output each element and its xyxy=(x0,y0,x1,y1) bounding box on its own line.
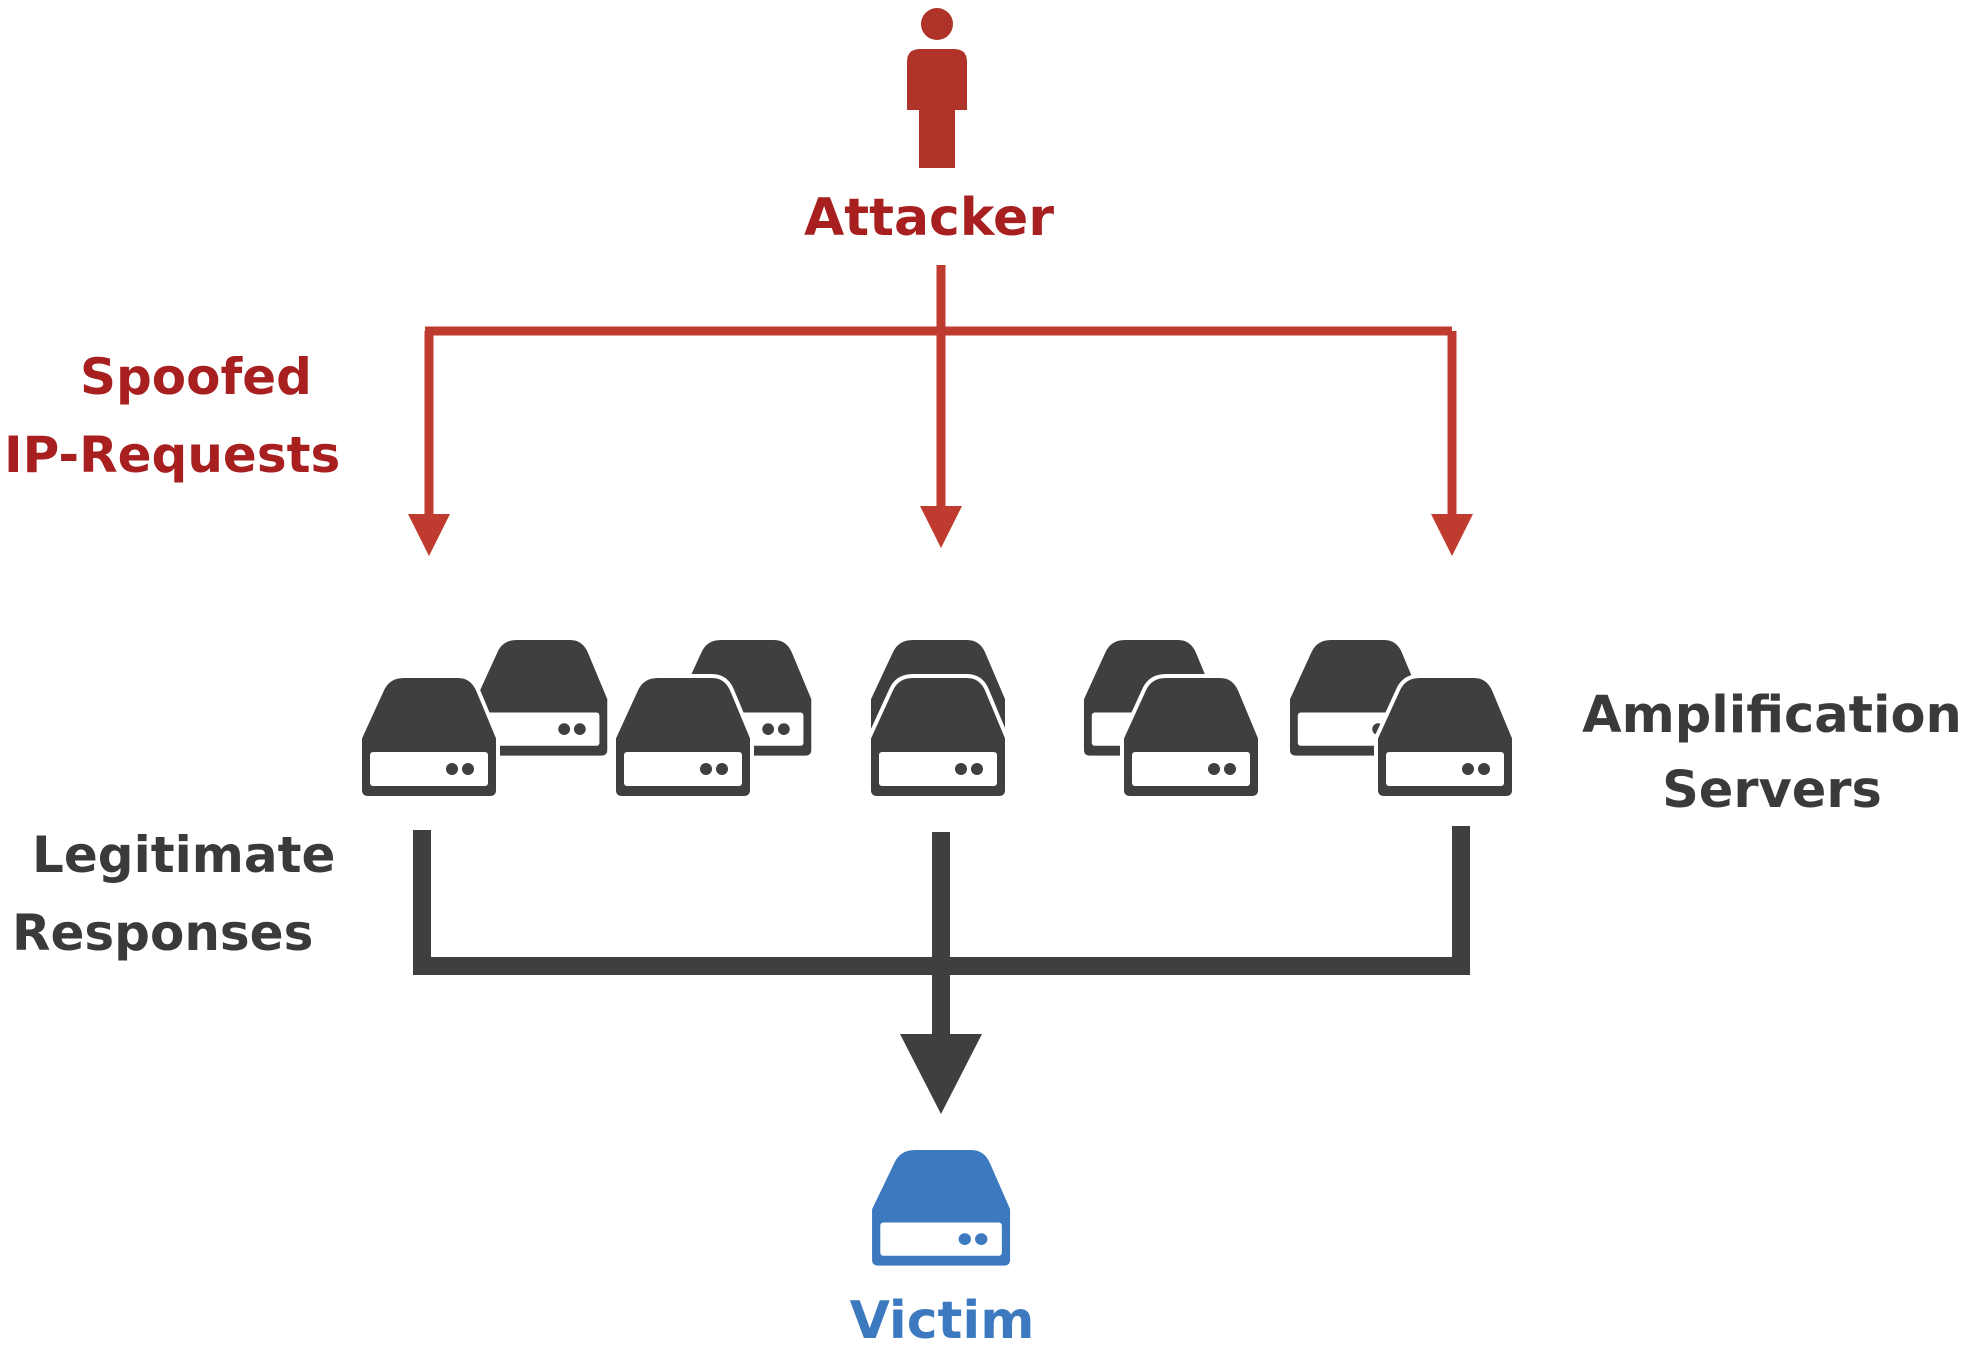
amplification-servers-label: Amplification Servers xyxy=(1572,690,1972,816)
victim-label-text: Victim xyxy=(849,1291,1035,1351)
request-arrowhead-right xyxy=(1431,514,1473,556)
server-icon xyxy=(867,674,1009,800)
server-icon xyxy=(1374,674,1516,800)
attacker-label: Attacker xyxy=(0,192,1858,244)
attacker-label-text: Attacker xyxy=(804,188,1054,248)
person-icon xyxy=(907,8,967,168)
request-arrowhead-center xyxy=(920,506,962,548)
legitimate-label-line-2: Responses xyxy=(12,904,314,962)
response-arrowhead xyxy=(900,1034,982,1114)
spoofed-label-line-1: Spoofed xyxy=(80,348,312,406)
legitimate-response-arrows xyxy=(413,826,1470,1114)
spoofed-label-line-2: IP-Requests xyxy=(4,426,341,484)
server-icon xyxy=(870,1148,1012,1268)
amplification-label-line-2: Servers xyxy=(1662,761,1882,820)
server-icon xyxy=(612,674,754,800)
server-icon xyxy=(358,674,500,800)
legitimate-responses-label: Legitimate Responses xyxy=(12,830,335,958)
request-arrowhead-left xyxy=(408,514,450,556)
spoofed-ip-requests-label: Spoofed IP-Requests xyxy=(4,352,340,480)
server-icon xyxy=(1120,674,1262,800)
amplification-servers xyxy=(358,636,1516,800)
spoofed-request-arrows xyxy=(408,265,1473,556)
legitimate-label-line-1: Legitimate xyxy=(32,826,336,884)
victim-label: Victim xyxy=(0,1295,1884,1347)
amplification-label-line-1: Amplification xyxy=(1582,686,1962,745)
